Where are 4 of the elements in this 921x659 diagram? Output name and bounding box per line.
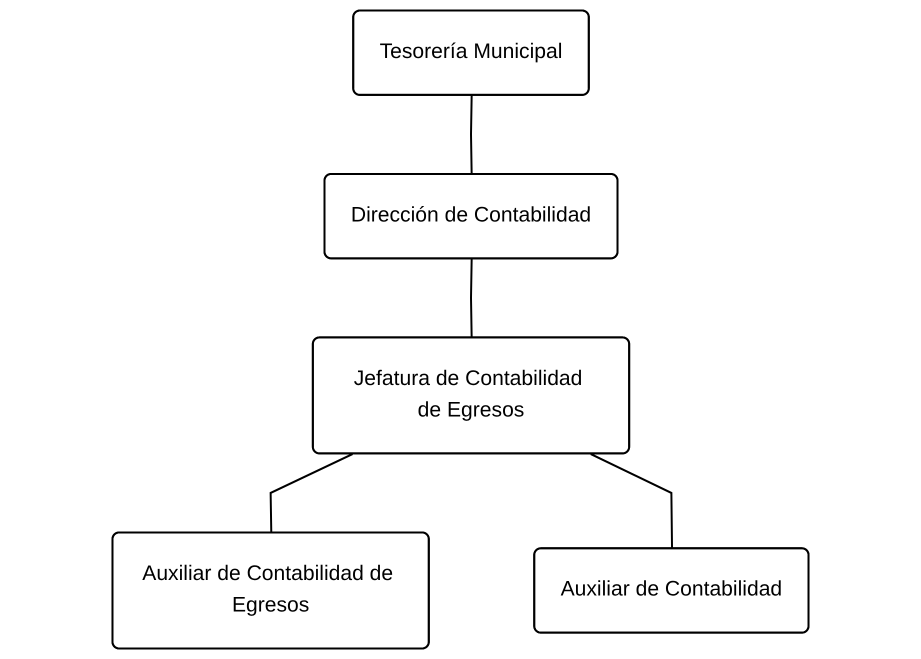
connector	[590, 453, 674, 549]
connector	[470, 96, 473, 175]
connector	[470, 258, 473, 338]
connector	[270, 453, 353, 534]
